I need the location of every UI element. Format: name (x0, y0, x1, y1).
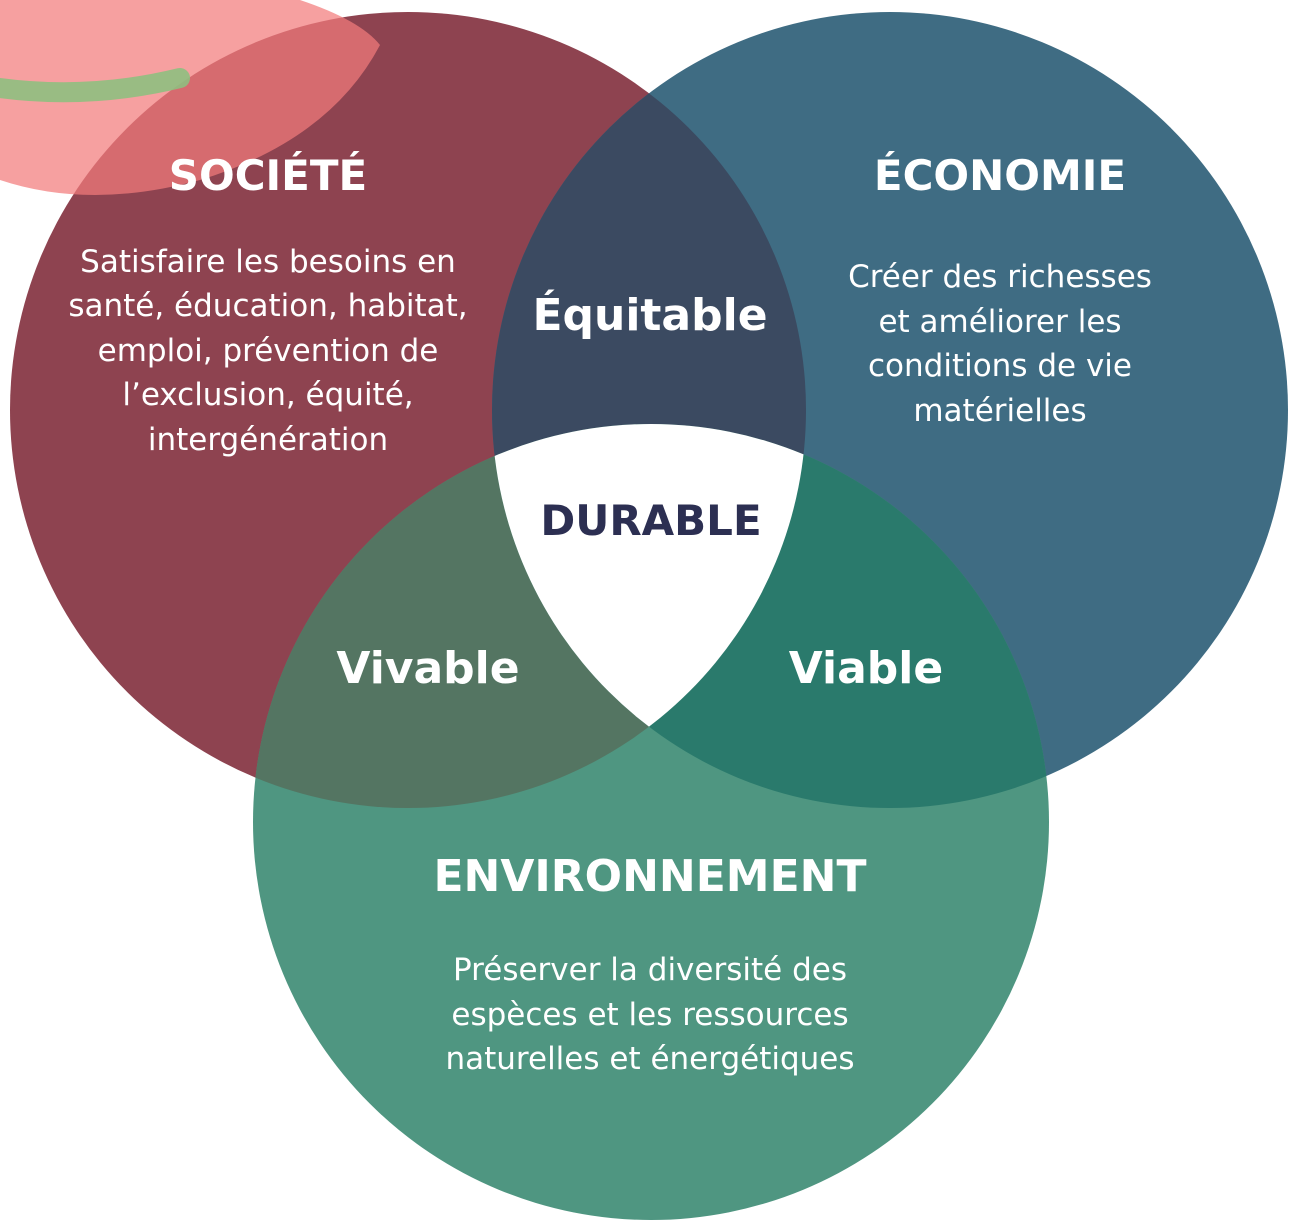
economie-line-2: et améliorer les (878, 304, 1121, 340)
economie-line-1: Créer des richesses (848, 259, 1152, 295)
economie-line-3: conditions de vie (868, 348, 1132, 384)
environnement-line-2: espèces et les ressources (451, 997, 848, 1033)
decorative-pink-blob (0, 0, 380, 195)
durable-label: DURABLE (540, 496, 761, 545)
environnement-line-3: naturelles et énergétiques (445, 1041, 854, 1077)
societe-title: SOCIÉTÉ (169, 150, 367, 200)
societe-line-5: intergénération (148, 422, 388, 458)
environnement-title: ENVIRONNEMENT (434, 851, 867, 902)
vivable-label: Vivable (336, 643, 519, 694)
economie-title: ÉCONOMIE (874, 150, 1126, 200)
vivable-zone (253, 424, 806, 808)
economie-line-4: matérielles (913, 393, 1086, 429)
viable-zone (492, 424, 1049, 808)
viable-label: Viable (789, 643, 943, 694)
environnement-line-1: Préserver la diversité des (453, 952, 847, 988)
societe-line-3: emploi, prévention de (98, 333, 439, 369)
societe-line-2: santé, éducation, habitat, (68, 288, 467, 324)
societe-line-1: Satisfaire les besoins en (80, 244, 456, 280)
decorative-green-arc (0, 68, 190, 103)
societe-line-4: l’exclusion, équité, (122, 377, 413, 413)
equitable-label: Équitable (532, 288, 767, 341)
